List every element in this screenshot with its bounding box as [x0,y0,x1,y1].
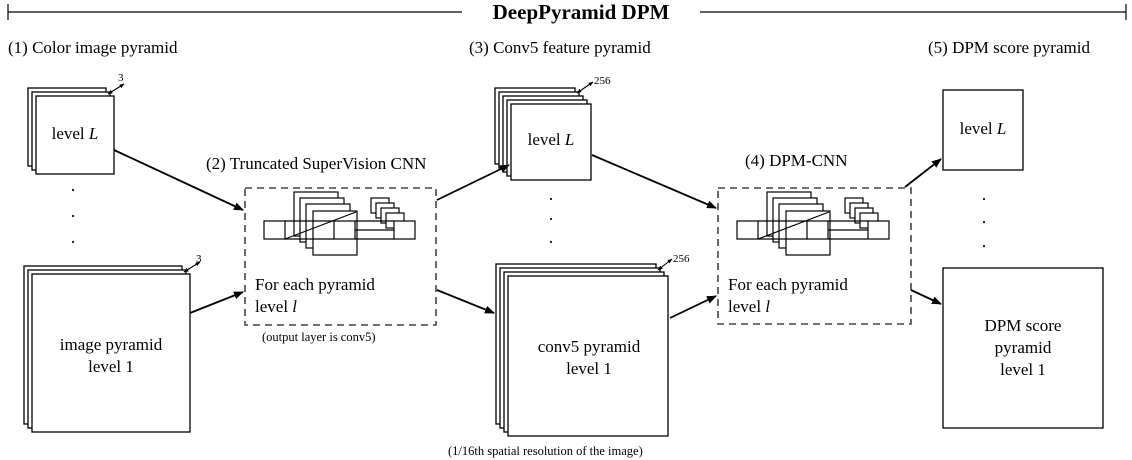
conv5-pyramid-top-stack: 256 level L [494,75,611,181]
stage-3-label: (3) Conv5 feature pyramid [469,38,651,57]
image-pyramid-bottom-stack: 3 image pyramid level 1 [23,253,202,433]
cnn-loop-label-line1: For each pyramid [255,275,375,294]
image-level-1-label-line1: image pyramid [60,335,163,354]
dot: · [548,232,554,252]
cnn-layers-icon [263,191,416,256]
arrow-cnn-to-conv5-top [436,164,510,201]
dot: · [981,212,987,232]
dpm-cnn-layers-icon [736,191,890,256]
depth-arrow [107,83,125,95]
conv5-level-1-box [507,275,669,437]
stage-5-label: (5) DPM score pyramid [928,38,1090,57]
image-level-L-label: level L [52,124,99,143]
conv5-level-1-label-line2: level 1 [566,359,612,378]
arrow-image-bottom-to-cnn [189,291,244,314]
conv5-pyramid-bottom-stack: 256 conv5 pyramid level 1 (1/16th spatia… [448,253,690,458]
image-channels-label: 3 [118,72,124,84]
title-bar: DeepPyramid DPM [7,0,1127,24]
score-level-1-label-line1: DPM score [985,316,1062,335]
arrow-conv5-bottom-to-dpm-cnn [669,295,717,319]
score-level-1-label-line3: level 1 [1000,360,1046,379]
stage-1-label: (1) Color image pyramid [8,38,178,57]
score-pyramid: level L · · · DPM score pyramid level 1 [942,89,1104,429]
conv5-channels-label: 256 [673,253,690,265]
cnn-loop-label-line2: level l [255,297,297,316]
score-level-1-label-line2: pyramid [995,338,1052,357]
score-level-L-label: level L [960,119,1007,138]
image-channels-label: 3 [196,253,202,265]
arrow-image-top-to-cnn [113,149,244,211]
image-level-1-box [31,273,191,433]
dpm-cnn-box: For each pyramid level l [717,187,912,325]
image-level-L-box [35,95,115,175]
stage-2-label: (2) Truncated SuperVision CNN [206,154,426,173]
dot: · [548,189,554,209]
depth-arrow [576,81,594,94]
image-pyramid-dots: · · · [70,180,76,252]
output-layer-note: (output layer is conv5) [262,330,376,344]
dot: · [70,232,76,252]
arrow-conv5-top-to-dpm-cnn [591,154,717,209]
dpm-cnn-loop-label-line1: For each pyramid [728,275,848,294]
flow-arrows [113,149,942,319]
depth-arrow [657,258,673,271]
arrow-dpm-cnn-to-score-bottom [910,289,942,305]
arrow-dpm-cnn-to-score-top [904,158,942,188]
dot: · [981,189,987,209]
conv5-pyramid-dots: · · · [548,189,554,252]
dot: · [70,206,76,226]
conv5-channels-label: 256 [594,75,611,87]
dot: · [981,236,987,256]
conv5-level-L-box [510,103,592,181]
image-level-1-label-line2: level 1 [88,357,134,376]
resolution-note: (1/16th spatial resolution of the image) [448,444,643,458]
page-title: DeepPyramid DPM [493,0,670,24]
image-pyramid-top-stack: 3 level L [27,72,125,175]
arrow-cnn-to-conv5-bottom [436,289,495,314]
dpm-cnn-dashed-box [717,187,912,325]
dot: · [548,209,554,229]
dot: · [70,180,76,200]
truncated-cnn-box: For each pyramid level l (output layer i… [244,187,437,344]
conv5-level-1-label-line1: conv5 pyramid [538,337,641,356]
cnn-dashed-box [244,187,437,326]
depth-arrow [183,261,201,273]
dpm-cnn-loop-label-line2: level l [728,297,770,316]
stage-4-label: (4) DPM-CNN [745,151,847,170]
conv5-level-L-label: level L [528,130,575,149]
score-level-L-box [942,89,1024,171]
score-level-1-box [942,267,1104,429]
